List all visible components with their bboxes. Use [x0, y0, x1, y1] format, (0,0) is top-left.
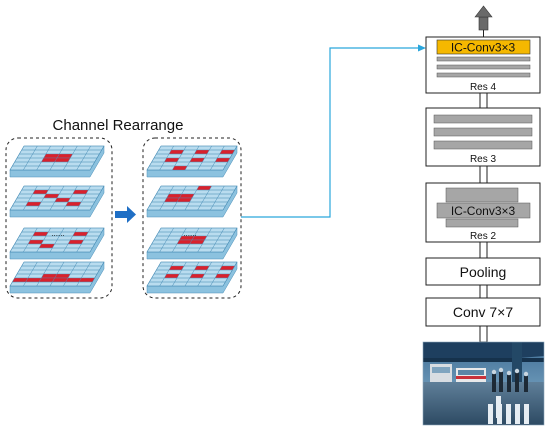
connector-arrowhead-icon: [418, 44, 426, 52]
active-cell: [43, 193, 60, 199]
active-cell: [176, 239, 193, 245]
active-cell: [27, 239, 44, 245]
active-cell: [32, 231, 49, 237]
original-channels-group: [5, 137, 113, 299]
active-cell: [25, 201, 42, 207]
active-cell: [52, 277, 69, 283]
ellipsis-right: ......: [183, 229, 196, 238]
active-cell: [164, 197, 180, 203]
active-cell: [54, 157, 71, 163]
grid-cell: [76, 165, 93, 171]
active-cell: [12, 277, 29, 283]
active-cell: [189, 157, 205, 163]
rearranged-channel-stack: [146, 145, 238, 294]
active-cell: [189, 273, 205, 279]
pooling-label: Pooling: [460, 264, 507, 280]
active-cell: [168, 265, 185, 271]
res2-ic-conv-label: IC-Conv3×3: [451, 204, 516, 218]
active-cell: [164, 157, 180, 163]
active-cell: [38, 277, 55, 283]
active-cell: [189, 239, 205, 245]
grid-cell: [76, 281, 93, 287]
grid-cell: [76, 205, 93, 211]
grid-cell: [210, 247, 226, 253]
active-cell: [41, 273, 58, 279]
active-cell: [194, 149, 210, 155]
grid-cell: [210, 165, 226, 171]
res4-ic-conv-highlight: [436, 39, 531, 55]
active-cell: [179, 193, 195, 199]
active-cell: [214, 157, 231, 163]
grid-cell: [210, 281, 226, 287]
active-cell: [164, 273, 180, 279]
res2-label: Res 2: [470, 231, 497, 242]
output-arrow-icon: [474, 5, 493, 31]
rearrange-arrow-icon: [115, 206, 136, 223]
active-cell: [78, 277, 95, 283]
active-cell: [56, 153, 73, 159]
rearranged-channels-group: [142, 137, 242, 299]
res4-ic-conv-label: IC-Conv3×3: [451, 41, 516, 55]
active-cell: [25, 277, 42, 283]
active-cell: [194, 265, 210, 271]
conv-label: Conv 7×7: [453, 304, 514, 320]
active-cell: [38, 243, 55, 249]
active-cell: [67, 239, 84, 245]
channel-rearrange-title: Channel Rearrange: [53, 117, 184, 134]
active-cell: [214, 273, 231, 279]
active-cell: [219, 265, 235, 271]
active-cell: [65, 201, 82, 207]
active-cell: [72, 189, 89, 195]
active-cell: [41, 157, 58, 163]
input-image: [422, 341, 545, 426]
active-cell: [65, 277, 82, 283]
connector-line: [241, 47, 420, 218]
original-channel-stack: [9, 145, 105, 294]
grid-cell: [210, 205, 226, 211]
active-cell: [54, 273, 71, 279]
res3-label: Res 3: [470, 154, 497, 165]
res2-ic-conv-highlight: [436, 202, 531, 219]
active-cell: [172, 165, 188, 171]
active-cell: [32, 189, 49, 195]
active-cell: [196, 185, 212, 191]
active-cell: [176, 197, 193, 203]
active-cell: [43, 153, 60, 159]
active-cell: [54, 197, 71, 203]
ellipsis-left: ......: [51, 229, 64, 238]
active-cell: [219, 149, 235, 155]
pooling-block: [425, 257, 541, 286]
grid-cell: [76, 247, 93, 253]
res4-label: Res 4: [470, 82, 497, 93]
active-cell: [72, 231, 89, 237]
active-cell: [166, 193, 182, 199]
active-cell: [168, 149, 185, 155]
